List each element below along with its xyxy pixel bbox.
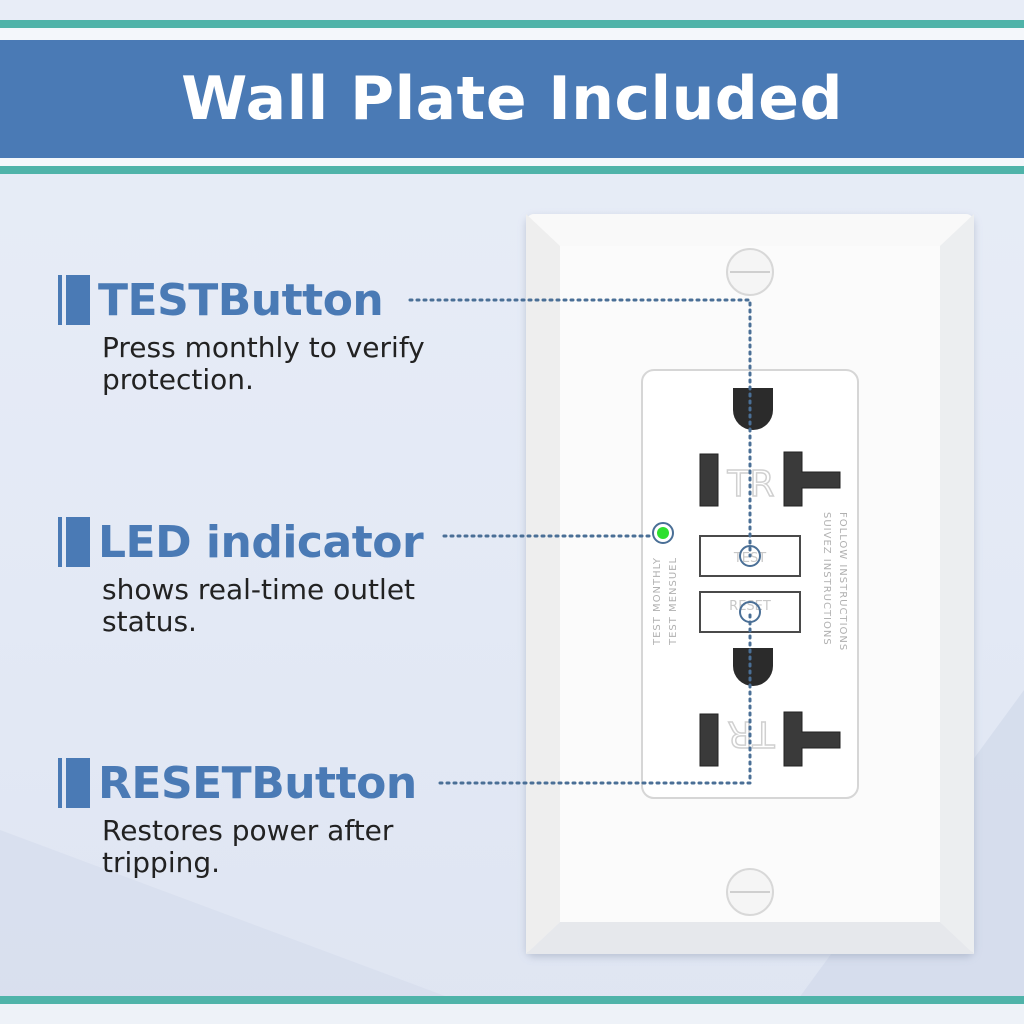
test-button-label: TEST xyxy=(733,551,766,566)
section-marker-icon xyxy=(58,758,90,808)
top-ground-slot-icon xyxy=(733,388,773,430)
title-banner: Wall Plate Included xyxy=(0,40,1024,158)
plate-bevel-left xyxy=(526,214,560,954)
led-indicator-feature: LED indicator shows real-time outlet sta… xyxy=(58,514,488,638)
top-teal-stripe xyxy=(0,20,1024,28)
section-marker-icon xyxy=(58,275,90,325)
reset-button-feature: RESETButton Restores power after trippin… xyxy=(58,755,488,879)
bottom-ground-slot-icon xyxy=(733,648,773,686)
banner-title: Wall Plate Included xyxy=(181,64,843,134)
feature-title: RESETButton xyxy=(98,757,417,809)
suivez-instructions-text: SUIVEZ INSTRUCTIONS xyxy=(821,512,832,646)
feature-description: Restores power after tripping. xyxy=(102,814,394,879)
test-mensuel-text: TEST MENSUEL xyxy=(668,557,679,646)
top-screw-icon xyxy=(726,248,774,296)
feature-heading: RESETButton xyxy=(58,755,488,811)
feature-heading: LED indicator xyxy=(58,514,488,570)
bottom-tr-label: TR xyxy=(727,713,775,754)
test-button-feature: TESTButton Press monthly to verify prote… xyxy=(58,272,488,396)
bottom-hot-slot-icon xyxy=(783,711,841,767)
test-monthly-text: TEST MONTHLY xyxy=(652,557,663,646)
feature-title: TESTButton xyxy=(98,274,384,326)
test-callout-line xyxy=(408,298,752,558)
top-white-stripe xyxy=(0,28,1024,40)
feature-description: Press monthly to verify protection. xyxy=(102,331,425,396)
feature-description: shows real-time outlet status. xyxy=(102,573,416,638)
feature-title: LED indicator xyxy=(98,516,424,568)
test-callout-target-icon xyxy=(739,545,761,567)
plate-bevel-bottom xyxy=(526,922,974,954)
reset-callout-target-icon xyxy=(739,601,761,623)
top-neutral-slot-icon xyxy=(699,453,719,507)
top-hot-slot-icon xyxy=(783,451,841,507)
bottom-teal-stripe xyxy=(0,996,1024,1004)
led-light-icon xyxy=(657,527,669,539)
bottom-white-stripe xyxy=(0,1004,1024,1024)
follow-instructions-text: FOLLOW INSTRUCTIONS xyxy=(837,512,848,651)
section-marker-icon xyxy=(58,517,90,567)
banner-bottom-teal-stripe xyxy=(0,166,1024,174)
bottom-screw-icon xyxy=(726,868,774,916)
feature-heading: TESTButton xyxy=(58,272,488,328)
plate-bevel-right xyxy=(940,214,974,954)
banner-bottom-white-stripe xyxy=(0,158,1024,166)
reset-callout-line xyxy=(438,610,752,785)
bottom-neutral-slot-icon xyxy=(699,713,719,767)
